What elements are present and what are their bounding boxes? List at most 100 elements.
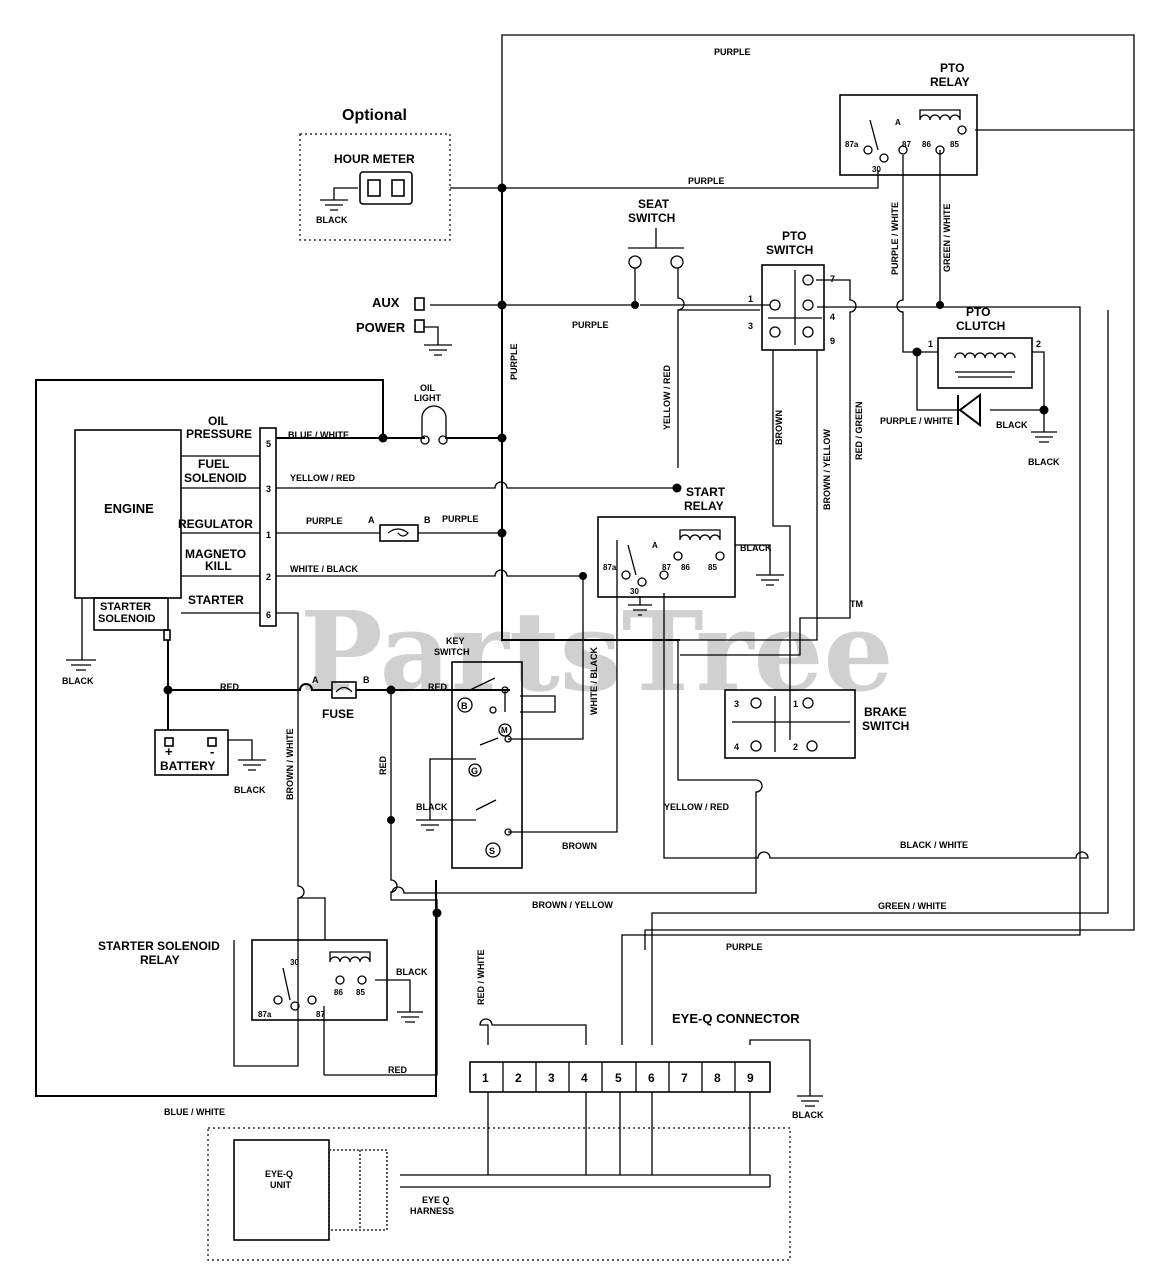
wire-purple-reg-1: PURPLE [306,516,343,526]
oil-light [420,435,448,445]
junctions [163,183,1049,918]
starter-solenoid-relay-label-1: STARTER SOLENOID [98,939,220,953]
brake-switch-label-1: BRAKE [864,705,907,719]
main-fuse-A: A [312,675,319,685]
eyeq-unit [207,1127,791,1261]
pto-relay-label-1: PTO [940,61,964,75]
engine-label: ENGINE [104,501,154,516]
wire-brown: BROWN [562,841,597,851]
hour-meter-black: BLACK [316,215,348,225]
pto-switch-4: 4 [830,312,835,322]
wire-yellow-red-vert: YELLOW / RED [662,365,672,431]
wire-labels: PURPLE PURPLE PURPLE PURPLE PURPLE PURPL… [164,47,1060,1117]
brake-switch [724,689,856,759]
wire-brown-yellow-vert: BROWN / YELLOW [822,429,832,510]
wire-red-white-vert: RED / WHITE [476,950,486,1006]
starter-solenoid-relay-label-2: RELAY [140,953,180,967]
pto-relay-30: 30 [872,165,881,174]
eyeq-pin-1: 1 [482,1071,489,1085]
starter-label: STARTER [188,593,244,607]
seat-switch [628,228,684,269]
wire-red-green-vert: RED / GREEN [854,401,864,460]
wire-purple-aux: PURPLE [572,320,609,330]
battery-plus: + [165,744,173,759]
battery [154,729,229,776]
fuel-solenoid-label-1: FUEL [198,457,229,471]
eyeq-harness-label-2: HARNESS [410,1206,454,1216]
wire-brown-vert: BROWN [774,410,784,445]
brake-switch-label-2: SWITCH [862,719,909,733]
wire-blue-white: BLUE / WHITE [288,430,349,440]
starter-solenoid-label-2: SOLENOID [98,613,156,625]
regulator-label: REGULATOR [178,517,253,531]
wire-red-bottom: RED [388,1065,408,1075]
oil-light-label-1: OIL [420,383,436,393]
pto-relay-87a: 87a [845,140,859,149]
power-connector [414,319,425,333]
starter-solenoid-label-1: STARTER [100,601,151,613]
brake-switch-3: 3 [734,699,739,709]
eyeq-black: BLACK [792,1110,824,1120]
pto-switch-9: 9 [830,336,835,346]
wire-white-black: WHITE / BLACK [290,564,358,574]
brake-switch-2: 2 [793,742,798,752]
oil-light-label-2: LIGHT [414,393,441,403]
battery-black: BLACK [234,785,266,795]
pto-switch-7: 7 [830,274,835,284]
watermark: PartsTree [300,587,894,716]
wire-black-clutch: BLACK [996,420,1028,430]
wire-white-black-vert: WHITE / BLACK [589,647,599,715]
key-switch-S: S [489,846,495,856]
brake-switch-1: 1 [793,699,798,709]
eyeq-pin-5: 5 [615,1071,622,1085]
wire-purple-vert: PURPLE [509,343,519,380]
ssr-85: 85 [356,988,365,997]
pto-relay-86: 86 [922,140,931,149]
engine-pin-6: 6 [266,610,271,620]
regulator-fuse-A: A [368,515,375,525]
pto-relay-85: 85 [950,140,959,149]
ssr-87: 87 [316,1010,325,1019]
key-switch-label-2: SWITCH [434,647,470,657]
wire-blue-white-bottom: BLUE / WHITE [164,1107,225,1117]
seat-switch-label-2: SWITCH [628,211,675,225]
start-relay-87a: 87a [603,563,617,572]
start-relay-87: 87 [662,563,671,572]
engine-pin-3: 3 [266,484,271,494]
start-relay-black: BLACK [740,543,772,553]
pto-clutch-label-2: CLUTCH [956,319,1005,333]
eyeq-pin-3: 3 [548,1071,555,1085]
start-relay [597,516,736,598]
wire-red-batt: RED [220,682,240,692]
aux-connector [414,297,425,311]
power-label: POWER [356,320,406,335]
eyeq-pin-6: 6 [648,1071,655,1085]
ssr-black: BLACK [396,967,428,977]
optional-label: Optional [342,107,407,124]
start-relay-86: 86 [681,563,690,572]
start-relay-30: 30 [630,587,639,596]
key-switch-B: B [461,701,468,711]
key-switch [451,661,523,869]
pto-relay-label-2: RELAY [930,75,970,89]
oil-pressure-label-2: PRESSURE [186,427,252,441]
pto-clutch-1: 1 [928,339,933,349]
engine [74,427,277,641]
wire-green-white-vert: GREEN / WHITE [942,203,952,272]
hour-meter-label: HOUR METER [334,152,415,166]
eyeq-harness-label-1: EYE Q [422,1195,450,1205]
starter-solenoid-relay [251,939,388,1021]
oil-pressure-label-1: OIL [208,414,228,428]
wire-purple-white: PURPLE / WHITE [880,416,953,426]
brake-switch-4: 4 [734,742,739,752]
wire-purple-hour: PURPLE [688,176,725,186]
pto-switch-1: 1 [748,294,753,304]
pto-relay-87: 87 [902,140,911,149]
wire-purple-top: PURPLE [714,47,751,57]
key-switch-black: BLACK [416,802,448,812]
engine-pin-2: 2 [266,572,271,582]
battery-label: BATTERY [160,759,215,773]
magneto-kill-label-1: MAGNETO [185,547,246,561]
main-fuse [331,681,357,699]
